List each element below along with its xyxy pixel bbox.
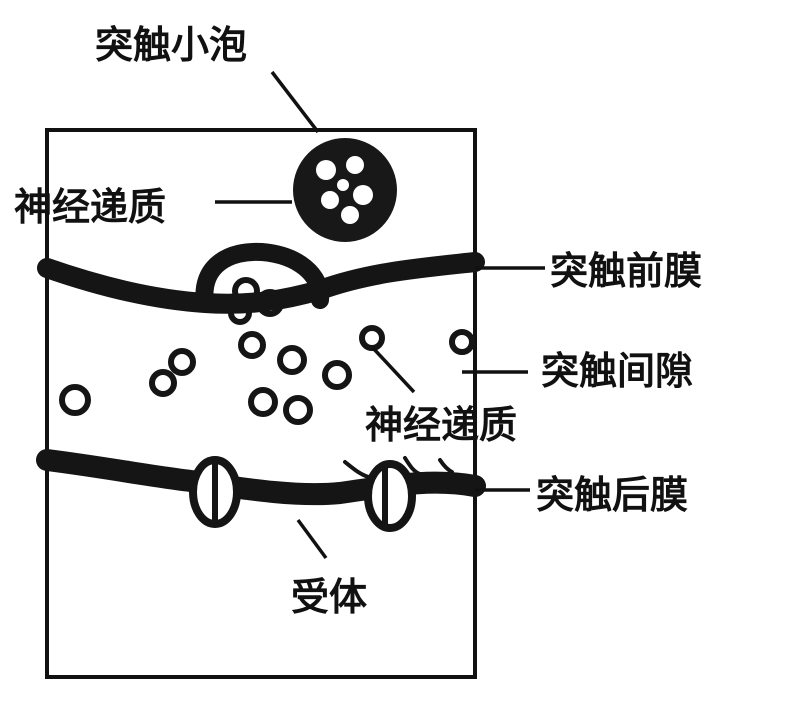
leader-lines: [215, 70, 545, 560]
label-synaptic-cleft: 突触间隙: [541, 348, 693, 393]
fusing-vesicle: [195, 242, 330, 325]
label-neurotransmitter-top: 神经递质: [14, 184, 166, 229]
label-postsynaptic-membrane: 突触后膜: [536, 472, 688, 517]
presynaptic-membrane: [37, 252, 485, 314]
label-presynaptic-membrane: 突触前膜: [550, 248, 702, 293]
receptor-right: [364, 460, 416, 532]
receptor-left: [189, 456, 241, 528]
label-synaptic-vesicle: 突触小泡: [95, 22, 247, 67]
neurotransmitter-molecules: [59, 325, 475, 425]
label-receptor: 受体: [291, 574, 367, 619]
label-neurotransmitter-middle: 神经递质: [365, 402, 517, 447]
synaptic-vesicle: [293, 138, 397, 242]
diagram-frame: [45, 128, 477, 679]
